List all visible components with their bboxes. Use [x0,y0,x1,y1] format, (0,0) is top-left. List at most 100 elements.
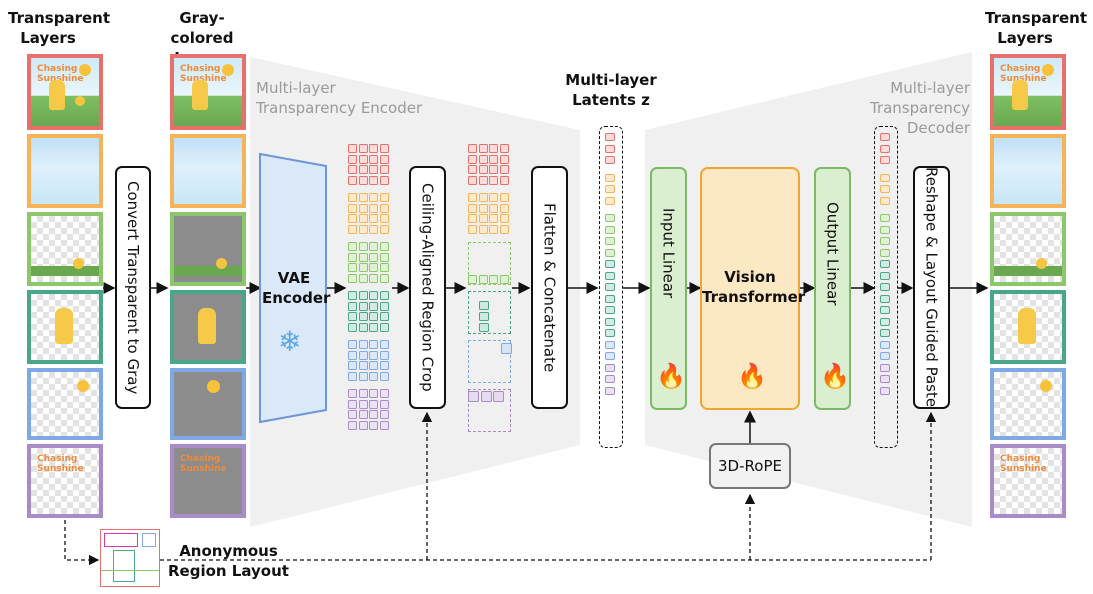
latent-cell [348,193,357,202]
latent-sequence-decoder [874,126,898,448]
latent-grid-red [348,144,389,185]
latent-cell [369,389,378,398]
left-layer-1-composite: Chasing Sunshine [27,54,103,130]
latent-token [605,375,615,383]
latent-cell [379,273,389,283]
latent-cell [358,242,368,251]
rope-label: 3D-RoPE [718,457,782,475]
latent-cell [358,203,368,213]
latent-cell [499,175,509,185]
latent-cell [489,144,498,153]
latent-cell [358,263,368,272]
poster-title-line2: Sunshine [180,74,227,84]
region-layout-label: Anonymous Region Layout [168,541,289,581]
latent-cell [489,175,498,185]
girl-icon [198,308,216,344]
latent-token [880,196,890,205]
poster-title: Chasing Sunshine [1000,64,1047,84]
latent-cell [348,340,357,349]
crop-label: Ceiling-Aligned Region Crop [418,183,437,392]
latent-cell [468,214,477,223]
gray-layer-4-girl [170,290,246,364]
vision-transformer-block: Vision Transformer [700,167,805,410]
poster-title-line1: Chasing [180,64,221,74]
latent-grid-green [348,242,389,283]
vae-encoder-label: VAE Encoder [262,268,331,308]
latent-token [605,340,615,349]
latent-cell [348,144,357,153]
latent-token [605,260,615,268]
right-layer-1-composite: Chasing Sunshine [990,54,1066,130]
vae-label-line1: VAE [277,269,311,287]
latent-cell [379,340,389,349]
latent-cell [468,175,477,185]
poster-title-line1: Chasing [37,64,78,74]
reshape-label: Reshape & Layout Guided Paste [922,167,941,408]
decoder-label: Multi-layer Transparency Decoder [808,78,970,138]
latent-cell [369,154,378,164]
encoder-label-line1: Multi-layer [256,79,336,97]
latent-token [880,283,890,291]
latent-cell [348,175,357,185]
latent-cell [348,322,357,332]
latent-cell [489,224,498,234]
latent-cell [379,224,389,234]
latent-cell [369,252,378,262]
latent-cell [348,301,357,311]
vae-label-line2: Encoder [262,289,331,307]
duck-icon [216,258,227,269]
sun-icon [222,64,234,76]
latent-token [605,271,615,280]
sun-icon [207,380,220,393]
latent-cell [499,165,509,174]
latent-cell [379,193,389,202]
region-layout-box [100,529,160,587]
vae-encoder-shape [259,152,327,424]
left-layer-3-ground [27,212,103,286]
latent-cell [348,312,357,321]
latent-cell [348,242,357,251]
latent-cell [348,291,357,300]
vit-label-line1: Vision [724,268,776,286]
encoder-label-line2: Transparency Encoder [256,99,423,117]
latent-token [880,260,890,268]
latent-cell [468,193,477,202]
latent-cell [379,322,389,332]
latent-token [605,156,615,164]
sun-icon [77,380,89,392]
right-layer-6-text: Chasing Sunshine [990,444,1066,518]
latent-token [605,248,615,257]
left-header: Transparent Layers [8,9,110,47]
girl-icon [49,80,65,110]
latent-token [880,144,890,153]
latent-cell [369,301,378,311]
latent-cell [478,224,488,234]
latent-cell [348,399,357,409]
latent-cell [379,263,389,272]
latent-cell [358,371,368,381]
latent-cell [478,214,488,223]
latent-grid-purple [348,389,389,430]
gray-layer-2-sky [170,134,246,208]
latent-cell [358,410,368,419]
latent-cell [369,203,378,213]
duck-icon [1036,258,1047,269]
latent-cell [379,301,389,311]
input-linear-block: Input Linear [650,167,687,410]
latent-token [605,352,615,360]
latent-cell [499,193,509,202]
layout-region-teal [113,550,135,582]
latent-token [880,225,890,234]
latent-token [880,156,890,164]
sun-icon [1040,380,1052,392]
poster-title: Chasing Sunshine [180,64,227,84]
latent-cell [489,203,498,213]
latent-cell [358,291,368,300]
latent-token [605,306,615,314]
latent-cell [369,273,378,283]
latent-cell [358,144,368,153]
poster-title-line1: Chasing [1000,64,1041,74]
decoder-label-line1: Multi-layer [890,79,970,97]
cropped-cells-teal [479,301,489,332]
